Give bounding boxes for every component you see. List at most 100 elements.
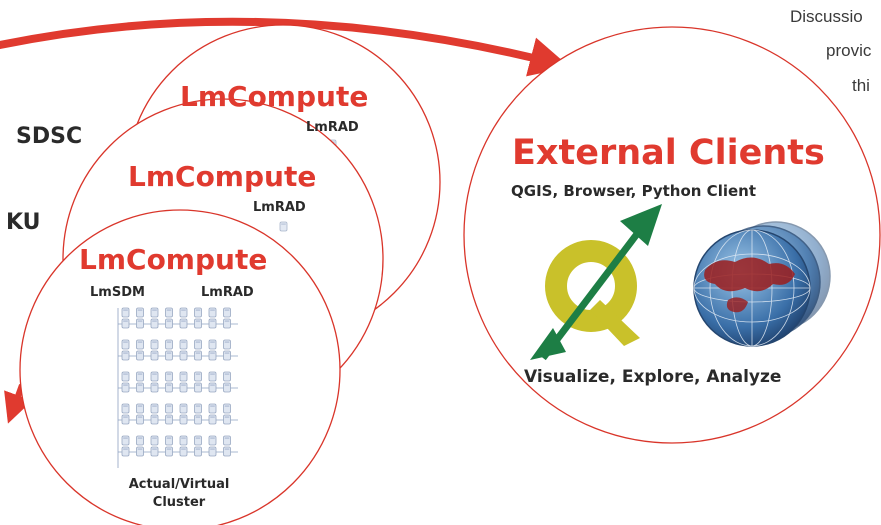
site-label-ku: KU <box>6 210 41 235</box>
cluster-server-node <box>121 307 130 318</box>
cluster-server-node <box>150 414 159 425</box>
cluster-server-node <box>179 339 188 350</box>
cluster-server-node <box>150 318 159 329</box>
external-clients-subtitle: QGIS, Browser, Python Client <box>511 182 756 200</box>
qgis-logo-icon <box>530 204 662 361</box>
cluster-server-node <box>208 446 217 457</box>
cluster-server-node <box>150 339 159 350</box>
bottom-left-arrow <box>4 383 33 424</box>
cluster-server-node <box>150 371 159 382</box>
cluster-server-node <box>165 382 173 393</box>
lmcompute-middle-lmrad: LmRAD <box>253 200 306 215</box>
external-clients-caption: Visualize, Explore, Analyze <box>524 367 782 387</box>
cluster-server-node <box>179 318 188 329</box>
cluster-server-node <box>179 435 188 446</box>
cluster-server-node <box>136 382 144 393</box>
cluster-server-node <box>136 307 144 318</box>
cluster-server-node <box>150 382 159 393</box>
cluster-server-node <box>121 435 130 446</box>
cluster-server-node <box>223 382 231 393</box>
cluster-server-node <box>223 446 231 457</box>
cluster-server-node <box>194 318 202 329</box>
cluster-server-node <box>121 339 130 350</box>
cluster-server-node <box>136 339 144 350</box>
lmcompute-front-title: LmCompute <box>79 243 268 276</box>
cluster-server-node <box>165 339 173 350</box>
cluster-server-node <box>121 350 130 361</box>
cluster-server-node <box>194 307 202 318</box>
cluster-server-node <box>208 350 217 361</box>
cluster-server-node <box>223 318 231 329</box>
cluster-server-node <box>165 446 173 457</box>
cluster-server-node <box>208 382 217 393</box>
cluster-server-node <box>223 350 231 361</box>
cluster-server-node <box>194 435 202 446</box>
cluster-server-node <box>179 382 188 393</box>
cluster-server-node <box>121 446 130 457</box>
note-line-1: Discussio <box>790 7 863 26</box>
cluster-server-node <box>208 435 217 446</box>
cluster-server-node <box>194 414 202 425</box>
cluster-server-node <box>208 414 217 425</box>
cluster-server-node <box>179 446 188 457</box>
cluster-server-node <box>136 414 144 425</box>
cluster-server-node <box>165 318 173 329</box>
cluster-server-node <box>208 318 217 329</box>
cluster-server-node <box>194 382 202 393</box>
middle-servers <box>279 221 288 232</box>
cluster-server-node <box>194 446 202 457</box>
lmcompute-back-title: LmCompute <box>180 80 369 113</box>
cluster-server-node <box>208 339 217 350</box>
cluster-server-node <box>179 403 188 414</box>
cluster-grid <box>117 307 238 468</box>
cluster-caption-line1: Actual/Virtual <box>128 477 230 492</box>
cluster-server-node <box>165 371 173 382</box>
cluster-server-node <box>136 403 144 414</box>
cluster-server-node <box>223 371 231 382</box>
cluster-server-node <box>223 339 231 350</box>
note-line-3: thi <box>852 76 870 95</box>
cluster-server-node <box>136 318 144 329</box>
cluster-server-node <box>208 403 217 414</box>
cluster-server-node <box>208 371 217 382</box>
lmcompute-back-lmrad: LmRAD <box>306 120 359 135</box>
cluster-caption: Actual/Virtual Cluster <box>104 476 254 511</box>
cluster-server-node <box>150 307 159 318</box>
cluster-server-node <box>121 371 130 382</box>
cluster-server-node <box>179 307 188 318</box>
cluster-server-node <box>165 435 173 446</box>
lmcompute-front-lmrad: LmRAD <box>201 285 254 300</box>
cluster-server-node <box>194 350 202 361</box>
cluster-server-node <box>121 318 130 329</box>
cluster-server-node <box>223 414 231 425</box>
cluster-server-node <box>194 339 202 350</box>
cluster-server-node <box>136 446 144 457</box>
top-arc-arrow <box>0 17 570 77</box>
cluster-server-node <box>165 307 173 318</box>
external-clients-title: External Clients <box>512 133 825 173</box>
cluster-server-node <box>179 350 188 361</box>
cluster-server-node <box>179 414 188 425</box>
lmcompute-front-lmsdm: LmSDM <box>90 285 145 300</box>
cluster-server-node <box>194 371 202 382</box>
cluster-server-node <box>150 350 159 361</box>
cluster-server-node <box>223 435 231 446</box>
cluster-caption-line2: Cluster <box>152 494 206 510</box>
cluster-server-node <box>121 414 130 425</box>
cluster-server-node <box>165 350 173 361</box>
cluster-server-node <box>208 307 217 318</box>
cluster-server-node <box>136 371 144 382</box>
lmcompute-middle-title: LmCompute <box>128 160 317 193</box>
cluster-server-node <box>136 350 144 361</box>
cluster-server-node <box>121 382 130 393</box>
cluster-server-node <box>136 435 144 446</box>
cluster-server-node <box>165 414 173 425</box>
cluster-server-node <box>179 371 188 382</box>
cluster-server-node <box>121 403 130 414</box>
globe-stack-icon <box>693 221 831 347</box>
cluster-server-node <box>223 307 231 318</box>
cluster-server-node <box>223 403 231 414</box>
cluster-server-node <box>165 403 173 414</box>
cluster-server-node <box>150 446 159 457</box>
